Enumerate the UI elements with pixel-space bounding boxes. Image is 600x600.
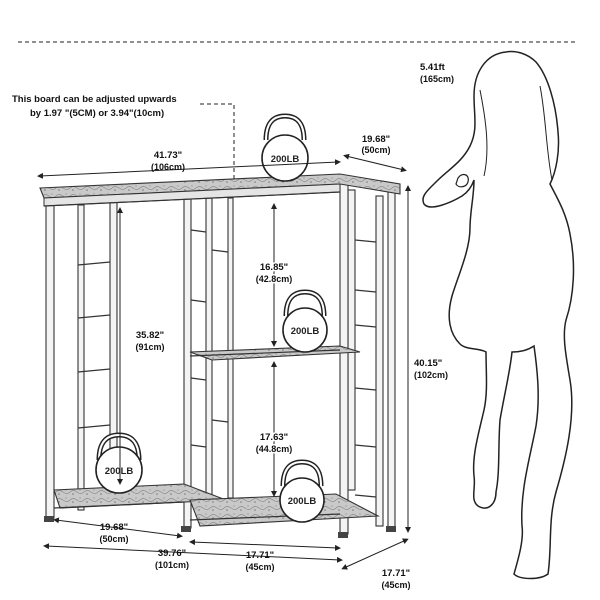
kettlebell-top-label: 200LB — [271, 154, 300, 165]
bottom-width-imperial: 39.76" — [158, 548, 186, 559]
bottom-right-imperial: 17.71" — [246, 550, 274, 561]
bottom-width-metric: (101cm) — [155, 560, 189, 570]
left-side-ladder — [77, 204, 111, 511]
adjust-note-line1: This board can be adjusted upwards — [12, 94, 177, 105]
kettlebell-bottom-right-label: 200LB — [288, 496, 317, 507]
back-right-post — [347, 189, 356, 491]
bottom-right-dim-line — [189, 539, 341, 551]
kettlebell-bottom-right: 200LB — [279, 459, 325, 523]
bottom-depth-dim-line — [341, 538, 409, 570]
adjust-note-line2: by 1.97 "(5CM) or 3.94"(10cm) — [30, 108, 164, 119]
person-silhouette — [422, 50, 575, 580]
top-width-imperial: 41.73" — [154, 150, 182, 161]
foot — [44, 516, 54, 522]
upper-shelf-metric: (42.8cm) — [256, 274, 293, 284]
top-width-dim-line — [37, 159, 341, 179]
kettlebell-middle-label: 200LB — [291, 326, 320, 337]
bottom-right-metric: (45cm) — [245, 562, 274, 572]
inner-height-metric: (91cm) — [135, 342, 164, 352]
person-height-imperial: 5.41ft — [420, 62, 446, 73]
bottom-depth-metric: (45cm) — [381, 580, 410, 590]
shelf-frame — [39, 173, 401, 538]
back-right-post-2 — [375, 195, 384, 527]
inner-height-imperial: 35.82" — [136, 330, 164, 341]
bottom-width-dim-line — [43, 543, 343, 563]
kettlebell-bottom-left: 200LB — [95, 432, 143, 494]
right-side-ladder — [354, 239, 377, 498]
note-leader-line — [200, 103, 235, 182]
top-depth-dim-line — [343, 153, 407, 173]
kettlebell-middle: 200LB — [282, 289, 328, 353]
upper-shelf-imperial: 16.85" — [260, 262, 288, 273]
bottom-left-metric: (50cm) — [99, 534, 128, 544]
lower-shelf-metric: (44.8cm) — [256, 444, 293, 454]
bottom-left-imperial: 19.68" — [100, 522, 128, 533]
middle-post — [183, 195, 192, 529]
total-height-imperial: 40.15" — [414, 358, 442, 369]
kettlebell-bottom-left-label: 200LB — [105, 466, 134, 477]
front-right-post-2 — [387, 189, 396, 529]
top-depth-imperial: 19.68" — [362, 134, 390, 145]
person-height-metric: (165cm) — [420, 74, 454, 84]
front-right-post — [339, 179, 349, 535]
lower-shelf-imperial: 17.63" — [260, 432, 288, 443]
front-left-post — [45, 195, 55, 519]
bottom-left-dim-line — [53, 517, 183, 539]
bottom-depth-imperial: 17.71" — [382, 568, 410, 579]
total-height-metric: (102cm) — [414, 370, 448, 380]
kettlebell-top: 200LB — [261, 113, 309, 182]
top-depth-metric: (50cm) — [361, 145, 390, 155]
top-width-metric: (106cm) — [151, 162, 185, 172]
